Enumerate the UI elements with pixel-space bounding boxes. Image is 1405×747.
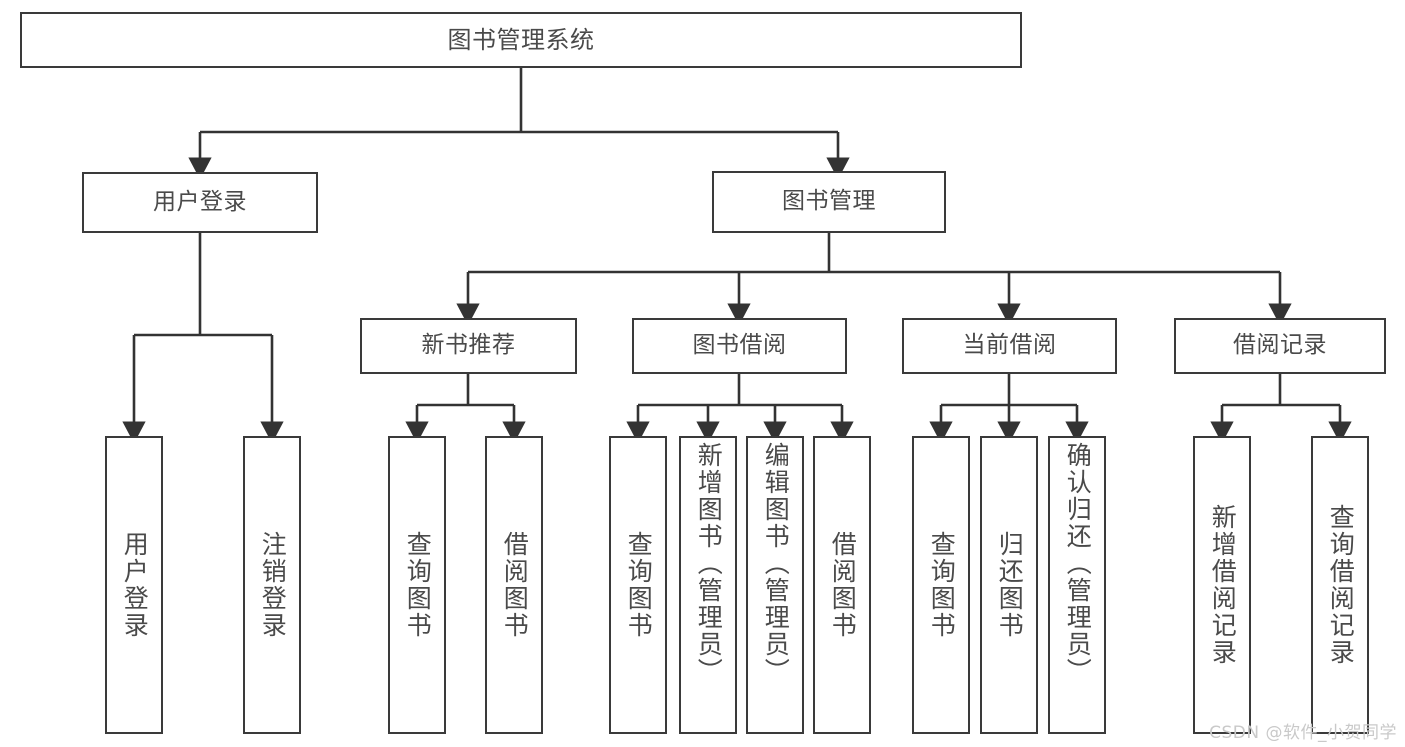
leaf-current-return-book[interactable]: 归还图书 — [980, 436, 1038, 734]
node-label: 查询借阅记录 — [1326, 504, 1356, 666]
node-label: 当前借阅 — [962, 332, 1057, 359]
node-label: 图书管理系统 — [447, 25, 595, 54]
node-label: 查询图书 — [403, 531, 433, 639]
leaf-borrow-edit-book-admin[interactable]: 编辑图书（管理员） — [746, 436, 804, 734]
node-label: 用户登录 — [153, 188, 247, 215]
node-current-borrow[interactable]: 当前借阅 — [902, 318, 1117, 374]
leaf-current-query-book[interactable]: 查询图书 — [912, 436, 970, 734]
node-borrow-record[interactable]: 借阅记录 — [1174, 318, 1386, 374]
leaf-new-book-borrow[interactable]: 借阅图书 — [485, 436, 543, 734]
leaf-user-login-login[interactable]: 用户登录 — [105, 436, 163, 734]
node-book-management[interactable]: 图书管理 — [712, 171, 946, 233]
node-label: 用户登录 — [120, 531, 150, 639]
leaf-current-confirm-return-admin[interactable]: 确认归还（管理员） — [1048, 436, 1106, 734]
leaf-borrow-borrow-book[interactable]: 借阅图书 — [813, 436, 871, 734]
node-label: 图书借阅 — [692, 332, 787, 359]
node-label: 确认归还（管理员） — [1063, 442, 1093, 685]
node-label: 借阅图书 — [828, 531, 858, 639]
node-label: 查询图书 — [624, 531, 654, 639]
node-label: 借阅图书 — [500, 531, 530, 639]
leaf-record-query-record[interactable]: 查询借阅记录 — [1311, 436, 1369, 734]
leaf-new-book-query[interactable]: 查询图书 — [388, 436, 446, 734]
node-label: 归还图书 — [995, 531, 1025, 639]
node-label: 注销登录 — [258, 531, 288, 639]
leaf-borrow-add-book-admin[interactable]: 新增图书（管理员） — [679, 436, 737, 734]
node-new-book-recommend[interactable]: 新书推荐 — [360, 318, 577, 374]
node-label: 查询图书 — [927, 531, 957, 639]
node-root-system[interactable]: 图书管理系统 — [20, 12, 1022, 68]
node-user-login[interactable]: 用户登录 — [82, 172, 318, 233]
node-book-borrow[interactable]: 图书借阅 — [632, 318, 847, 374]
node-label: 新书推荐 — [421, 332, 516, 359]
node-label: 编辑图书（管理员） — [761, 442, 791, 685]
leaf-borrow-query-book[interactable]: 查询图书 — [609, 436, 667, 734]
watermark-text: CSDN @软件_小贺同学 — [1209, 723, 1397, 743]
node-label: 借阅记录 — [1233, 332, 1327, 359]
leaf-record-add-record[interactable]: 新增借阅记录 — [1193, 436, 1251, 734]
leaf-user-login-logout[interactable]: 注销登录 — [243, 436, 301, 734]
node-label: 新增借阅记录 — [1208, 504, 1238, 666]
node-label: 图书管理 — [782, 188, 876, 215]
node-label: 新增图书（管理员） — [694, 442, 724, 685]
